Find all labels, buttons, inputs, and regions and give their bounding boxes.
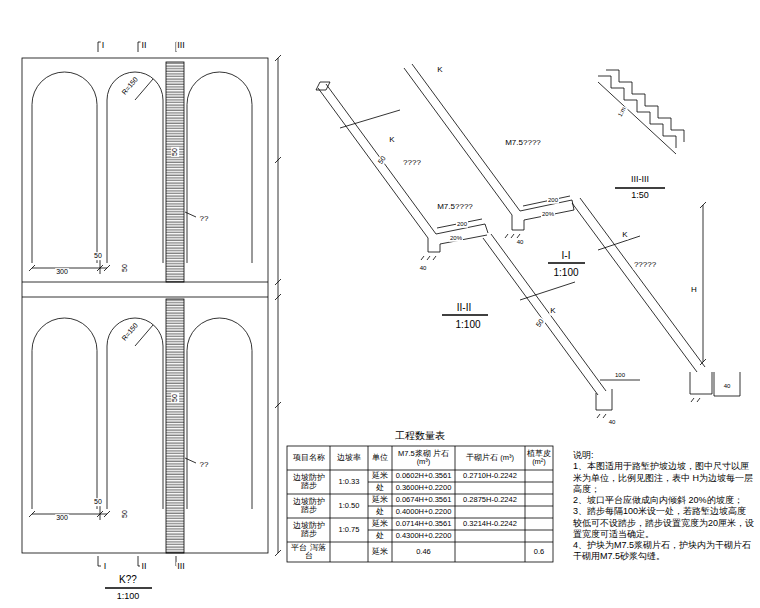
table-cell: 边坡防护 踏步: [288, 519, 329, 541]
table-cell: 边坡防护 踏步: [288, 495, 329, 517]
drawing-label: III: [176, 41, 186, 51]
drawing-label: R=150: [120, 321, 141, 343]
table-cell: 0.4000H+0.2200: [393, 507, 454, 517]
table-cell: 0.3600H+0.2200: [393, 483, 454, 493]
drawing-label: 20%: [449, 235, 463, 242]
drawing-label: 50: [93, 498, 103, 506]
drawing-label: R=150: [120, 75, 141, 97]
table-cell: 1:0.33: [331, 471, 367, 493]
note-text: 2、坡口平台应做成向内倾斜 20%的坡度；: [573, 495, 755, 506]
table-cell: 0.0674H+0.3561: [393, 495, 454, 505]
drawing-label: ??: [199, 215, 210, 224]
table-cell: 1:0.75: [331, 519, 367, 541]
drawing-label: II: [140, 562, 147, 572]
table-cell: 边坡防护 踏步: [288, 471, 329, 493]
drawing-label: K: [436, 66, 443, 75]
drawing-label: 40: [608, 419, 617, 426]
table-cell: 干砌片石 (m³): [456, 447, 524, 469]
table-cell: 0.6: [526, 543, 552, 561]
drawing-label: 100: [614, 372, 626, 379]
drawing-label: K: [388, 136, 395, 145]
table-cell: 处: [369, 531, 391, 541]
drawing-label: ?????: [633, 261, 657, 270]
drawing-label: III-III: [630, 175, 650, 185]
drawing-label: K: [549, 307, 556, 316]
table-cell: 边坡率: [331, 447, 367, 469]
drawing-label: M7.5????: [504, 139, 542, 148]
drawing-label: ??: [199, 461, 210, 470]
table-cell: 0.0602H+0.3561: [393, 471, 454, 481]
drawing-label: 40: [516, 239, 525, 246]
drawing-label: 200: [547, 197, 559, 204]
table-cell: 处: [369, 507, 391, 517]
drawing-label: 1:100: [454, 319, 481, 330]
drawing-label: 1:100: [116, 592, 141, 602]
drawing-label: 1:100: [552, 267, 579, 278]
drawing-label: H: [690, 286, 698, 295]
drawing-label: 50: [534, 317, 546, 329]
table-cell: 0.3214H-0.2242: [456, 519, 524, 529]
drawing-label: 50: [171, 147, 179, 157]
drawing-label: 1:50: [630, 191, 650, 201]
drawing-label: III: [176, 562, 186, 572]
table-cell: 0.4300H+0.2200: [393, 531, 454, 541]
drawing-label: 20%: [541, 211, 555, 218]
table-cell: 0.2710H-0.2242: [456, 471, 524, 481]
drawing-label: 50: [171, 393, 179, 403]
table-cell: 处: [369, 483, 391, 493]
drawing-label: 1:m: [616, 105, 627, 119]
table-cell: 项目名称: [288, 447, 329, 469]
note-text: 4、护块为M7.5浆砌片石，护块内为干砌片石干砌用M7.5砂浆勾缝。: [573, 540, 755, 563]
table-cell: 延米: [369, 519, 391, 529]
drawing-label: 50: [376, 154, 388, 166]
table-cell: 延米: [369, 543, 391, 561]
drawing-label: 40: [419, 265, 428, 272]
drawing-label: I-I: [561, 250, 572, 261]
table-cell: 0.2875H-0.2242: [456, 495, 524, 505]
table-title: 工程数量表: [287, 428, 553, 444]
note-text: 说明:: [573, 450, 755, 461]
drawing-label: 50: [121, 509, 129, 519]
drawing-label: K: [621, 231, 628, 240]
table-cell: 0.0714H+0.3561: [393, 519, 454, 529]
drawing-label: 40: [723, 383, 732, 390]
table-cell: 1:0.50: [331, 495, 367, 517]
drawing-label: II-II: [456, 302, 472, 313]
drawing-label: II: [140, 41, 147, 51]
table-cell: 单位: [369, 447, 391, 469]
note-text: 1、本图适用于路堑护坡边坡，图中尺寸以厘米为单位，比例见图注，表中 H为边坡每一…: [573, 461, 755, 495]
table-cell: 植草皮 (m²): [526, 447, 552, 469]
drawing-label: K??: [118, 574, 138, 585]
drawing-label: M7.5????: [436, 203, 474, 212]
table-cell: 延米: [369, 471, 391, 481]
table-cell: M7.5浆砌 片石 (m³): [393, 447, 454, 469]
drawing-label: 300: [55, 514, 69, 522]
drawing-label: I: [101, 41, 106, 51]
drawing-label: I: [103, 562, 108, 572]
table-cell: 延米: [369, 495, 391, 505]
drawing-label: ????: [402, 159, 422, 168]
note-text: 3、踏步每隔100米设一处，若路堑边坡高度较低可不设踏步，踏步设置宽度为20厘米…: [573, 506, 755, 540]
table-cell: 0.46: [393, 543, 454, 561]
table-cell: 平台 泻落台: [288, 543, 329, 561]
notes-block: 说明:1、本图适用于路堑护坡边坡，图中尺寸以厘米为单位，比例见图注，表中 H为边…: [573, 450, 755, 563]
drawing-label: 200: [456, 221, 468, 228]
drawing-label: 50: [93, 252, 103, 260]
drawing-label: 300: [55, 268, 69, 276]
drawing-label: 50: [121, 263, 129, 273]
